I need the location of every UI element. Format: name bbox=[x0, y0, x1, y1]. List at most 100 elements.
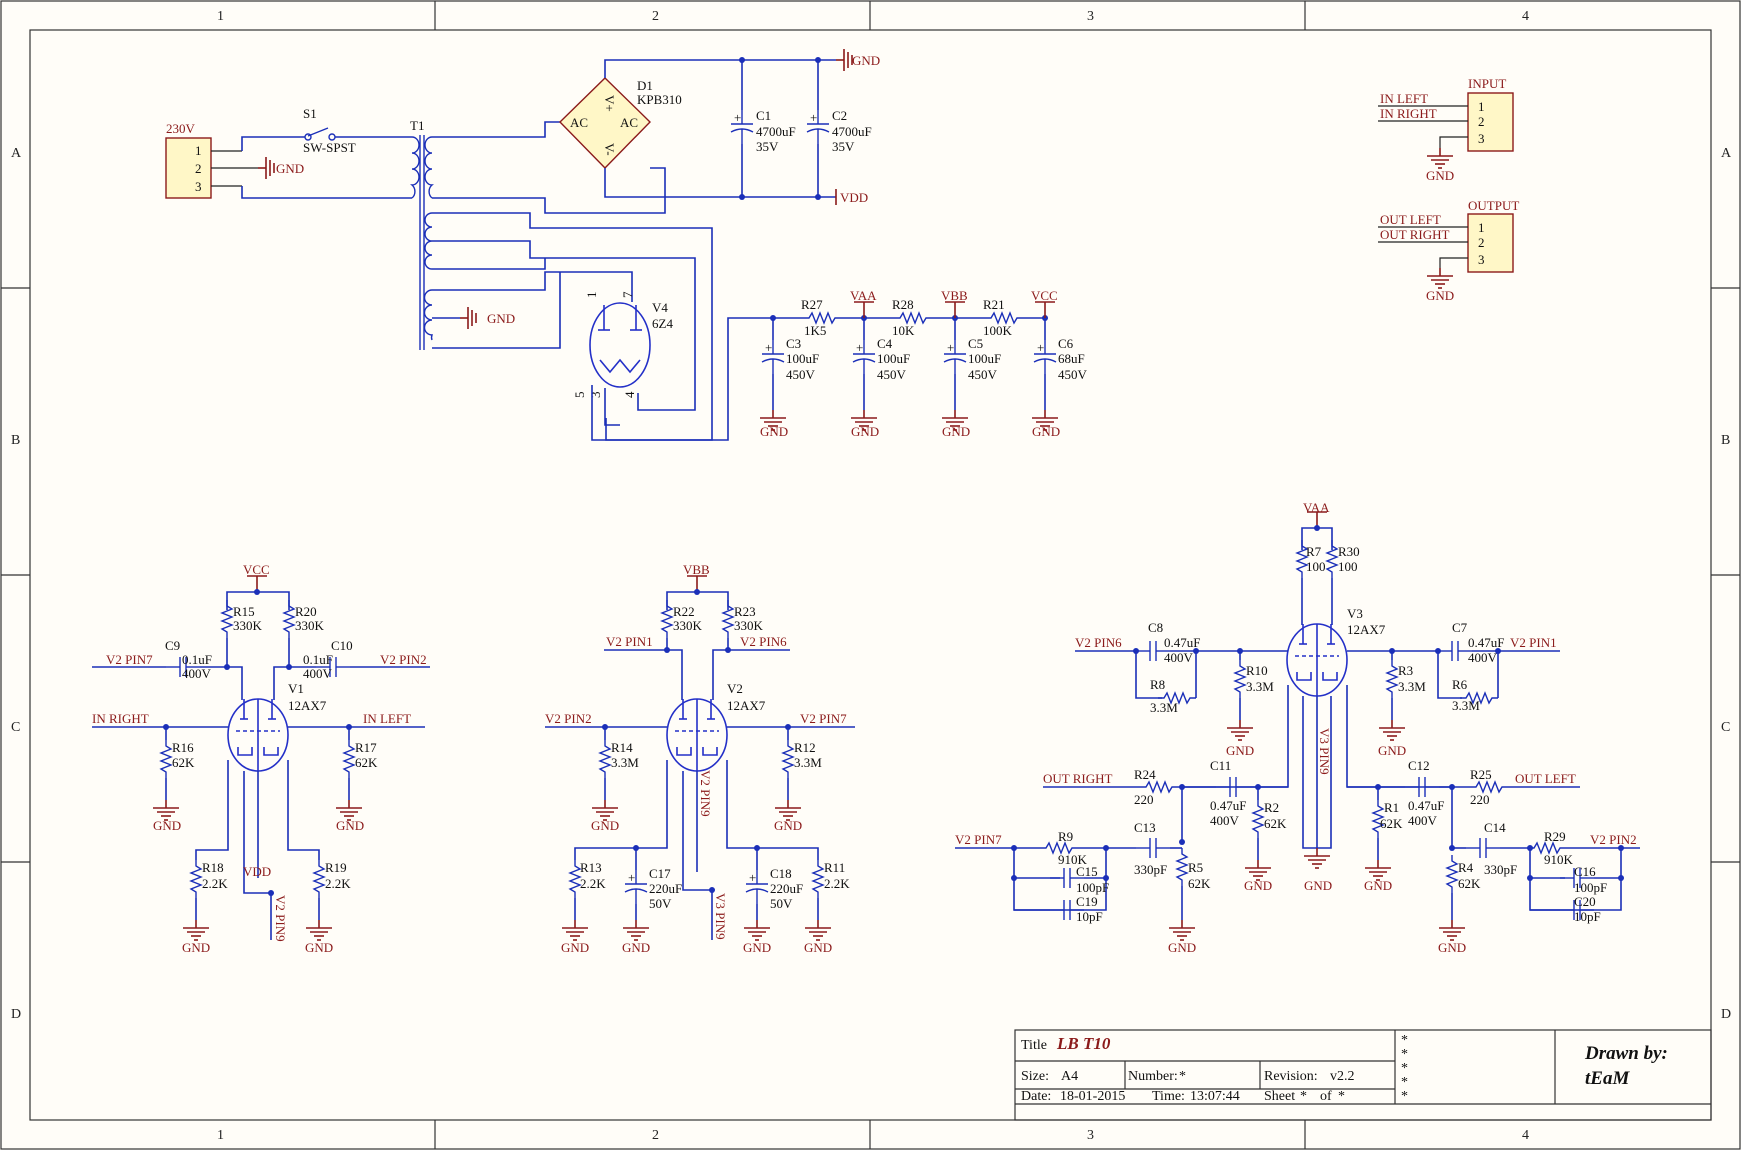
r7-value: 100 bbox=[1306, 559, 1326, 574]
r4-value: 62K bbox=[1458, 876, 1481, 891]
c4-ref: C4 bbox=[877, 336, 893, 351]
v3-value: 12AX7 bbox=[1347, 622, 1386, 637]
zone-row-b-right: B bbox=[1721, 433, 1730, 448]
c5-value: 100uF bbox=[968, 351, 1001, 366]
gnd-c4: GND bbox=[851, 424, 879, 439]
c10-volt: 400V bbox=[303, 666, 333, 681]
tb-size-label: Size: bbox=[1021, 1069, 1049, 1084]
v3-net-v2pin6: V2 PIN6 bbox=[1075, 635, 1122, 650]
r29-ref: R29 bbox=[1544, 829, 1566, 844]
tb-size: A4 bbox=[1061, 1069, 1078, 1084]
c5-volt: 450V bbox=[968, 367, 998, 382]
v1-value: 12AX7 bbox=[288, 698, 327, 713]
v2-v3pin9: V3 PIN9 bbox=[713, 893, 728, 940]
r5-value: 62K bbox=[1188, 876, 1211, 891]
c3-value: 100uF bbox=[786, 351, 819, 366]
v2-v2pin9: V2 PIN9 bbox=[698, 770, 713, 817]
vcc-label-psu: VCC bbox=[1031, 288, 1058, 303]
v1-vcc: VCC bbox=[243, 562, 270, 577]
c19-ref: C19 bbox=[1076, 894, 1098, 909]
c20-value: 10pF bbox=[1574, 909, 1601, 924]
c15-ref: C15 bbox=[1076, 864, 1098, 879]
v4-pin1: 1 bbox=[584, 292, 599, 299]
c12-ref: C12 bbox=[1408, 758, 1430, 773]
gnd-label-conn: GND bbox=[276, 161, 304, 176]
r18-ref: R18 bbox=[202, 860, 224, 875]
zone-row-c: C bbox=[11, 720, 20, 735]
r2-ref: R2 bbox=[1264, 800, 1279, 815]
r12-ref: R12 bbox=[794, 740, 816, 755]
c18-value: 220uF bbox=[770, 881, 803, 896]
input-in-left: IN LEFT bbox=[1380, 91, 1428, 106]
v2-vbb: VBB bbox=[683, 562, 710, 577]
output-out-right: OUT RIGHT bbox=[1380, 227, 1450, 242]
gnd-r12: GND bbox=[774, 818, 802, 833]
c11-value: 0.47uF bbox=[1210, 798, 1246, 813]
zone-row-d-right: D bbox=[1721, 1007, 1731, 1022]
c14-value: 330pF bbox=[1484, 862, 1517, 877]
v4-pin5: 5 bbox=[572, 392, 587, 399]
r13-value: 2.2K bbox=[580, 876, 606, 891]
cap-c2: C2 4700uF 35V bbox=[806, 60, 872, 197]
v2-net-v2pin7: V2 PIN7 bbox=[800, 711, 847, 726]
connector-output: OUTPUT 1 2 3 OUT LEFT OUT RIGHT GND bbox=[1378, 198, 1519, 303]
gnd-r11: GND bbox=[804, 940, 832, 955]
v2-net-v2pin6: V2 PIN6 bbox=[740, 634, 787, 649]
zone-row-c-right: C bbox=[1721, 720, 1730, 735]
r24-ref: R24 bbox=[1134, 767, 1156, 782]
tb-drawn-by: tEaM bbox=[1585, 1068, 1630, 1089]
gnd-r14: GND bbox=[591, 818, 619, 833]
r27-ref: R27 bbox=[801, 297, 823, 312]
tb-sheet-label: Sheet bbox=[1264, 1089, 1295, 1104]
tb-revision-label: Revision: bbox=[1264, 1069, 1318, 1084]
output-ref: OUTPUT bbox=[1468, 198, 1519, 213]
c7-volt: 400V bbox=[1468, 650, 1498, 665]
r7-ref: R7 bbox=[1306, 544, 1322, 559]
c1-ref: C1 bbox=[756, 108, 771, 123]
gnd-c6: GND bbox=[1032, 424, 1060, 439]
switch-s1: S1 SW-SPST bbox=[241, 106, 362, 155]
gnd-r2: GND bbox=[1244, 878, 1272, 893]
d1-neg: V- bbox=[602, 143, 617, 156]
s1-ref: S1 bbox=[303, 106, 317, 121]
r17-ref: R17 bbox=[355, 740, 377, 755]
v3-out-right: OUT RIGHT bbox=[1043, 771, 1113, 786]
c7-ref: C7 bbox=[1452, 620, 1468, 635]
v4-pin7: 7 bbox=[620, 291, 635, 298]
zone-row-a: A bbox=[11, 146, 22, 161]
r28-value: 10K bbox=[892, 323, 915, 338]
c4-volt: 450V bbox=[877, 367, 907, 382]
gnd-c3: GND bbox=[760, 424, 788, 439]
tb-number: * bbox=[1179, 1069, 1186, 1084]
c12-value: 0.47uF bbox=[1408, 798, 1444, 813]
r10-value: 3.3M bbox=[1246, 679, 1274, 694]
v2-net-v2pin2: V2 PIN2 bbox=[545, 711, 592, 726]
r21-ref: R21 bbox=[983, 297, 1005, 312]
r5-ref: R5 bbox=[1188, 860, 1203, 875]
c6-volt: 450V bbox=[1058, 367, 1088, 382]
gnd-r5: GND bbox=[1168, 940, 1196, 955]
vdd-label-psu: VDD bbox=[840, 190, 868, 205]
input-pin2: 2 bbox=[1478, 114, 1485, 129]
r15-ref: R15 bbox=[233, 604, 255, 619]
r24-value: 220 bbox=[1134, 792, 1154, 807]
gnd-label-t1: GND bbox=[487, 311, 515, 326]
c10-value: 0.1uF bbox=[303, 652, 333, 667]
r6-ref: R6 bbox=[1452, 677, 1468, 692]
c17-volt: 50V bbox=[649, 896, 672, 911]
d1-ref: D1 bbox=[637, 78, 653, 93]
v1-ref: V1 bbox=[288, 681, 304, 696]
tb-star-3: * bbox=[1401, 1061, 1408, 1076]
zone-labels: 1 2 3 4 1 2 3 4 A B C D A B C D bbox=[11, 9, 1732, 1143]
gnd-label-psu: GND bbox=[852, 53, 880, 68]
input-ref: INPUT bbox=[1468, 76, 1506, 91]
r3-ref: R3 bbox=[1398, 663, 1413, 678]
gnd-r18: GND bbox=[182, 940, 210, 955]
c9-ref: C9 bbox=[165, 638, 180, 653]
zone-col-2-bottom: 2 bbox=[652, 1128, 659, 1143]
c3-ref: C3 bbox=[786, 336, 801, 351]
d1-ac2: AC bbox=[620, 115, 638, 130]
v1-in-right: IN RIGHT bbox=[92, 711, 149, 726]
r27-value: 1K5 bbox=[804, 323, 826, 338]
